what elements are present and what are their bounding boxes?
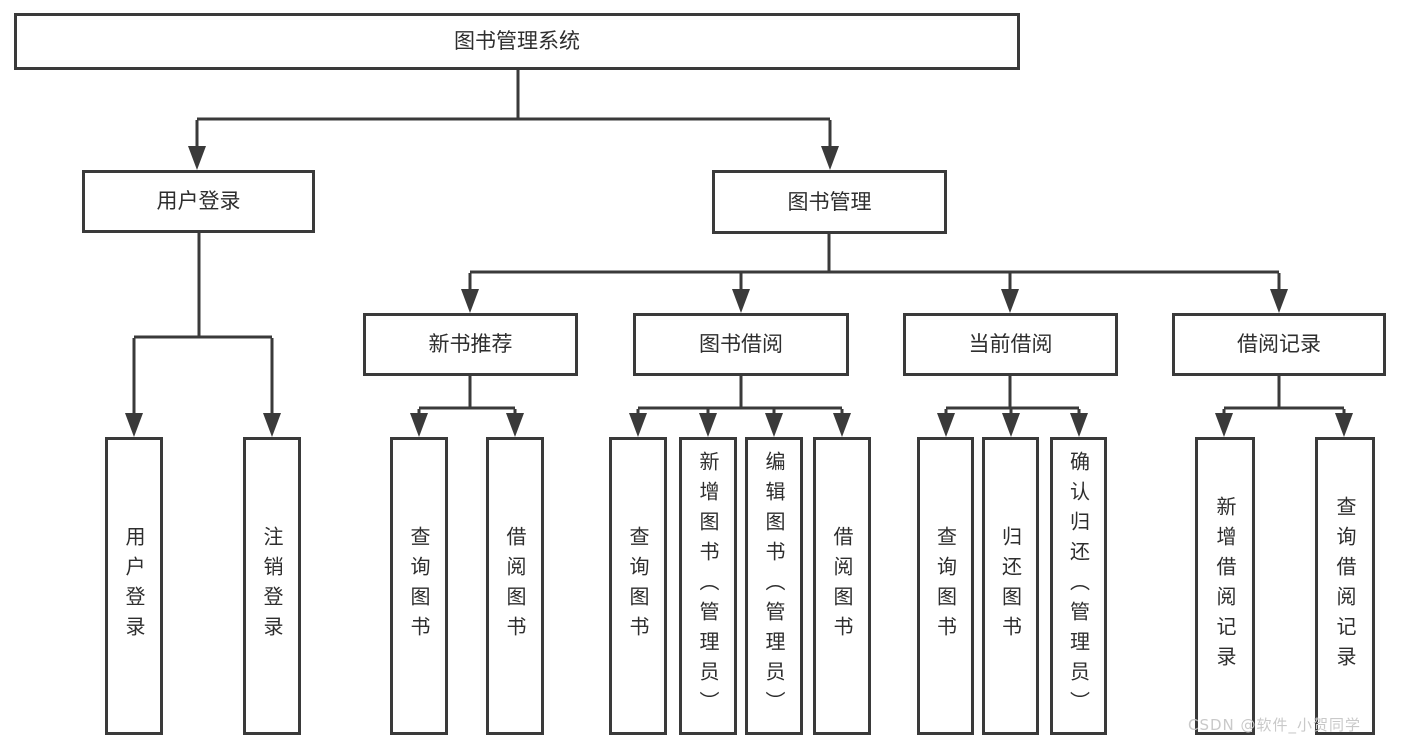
connector-lines: [132, 70, 1346, 416]
node-user-login-action: 用户登录: [105, 437, 163, 735]
node-user-login-label: 用户登录: [156, 189, 241, 213]
node-book-management: 图书管理: [712, 170, 947, 234]
node-new-book-recommend: 新书推荐: [363, 313, 578, 376]
node-logout-action: 注销登录: [243, 437, 301, 735]
node-records-add-record: 新增借阅记录: [1195, 437, 1255, 735]
node-borrow-records-label: 借阅记录: [1237, 332, 1321, 356]
node-newbook-query-books: 查询图书: [390, 437, 448, 735]
node-current-return-books: 归还图书: [982, 437, 1039, 735]
node-newbook-borrow-books-label: 借阅图书: [503, 526, 527, 646]
node-records-add-record-label: 新增借阅记录: [1213, 496, 1237, 676]
node-current-return-books-label: 归还图书: [998, 526, 1023, 646]
node-current-confirm-return-admin-label: 确认归还（管理员）: [1066, 451, 1091, 721]
node-root-label: 图书管理系统: [454, 29, 580, 53]
arrowhead-icons: [125, 146, 1353, 437]
node-borrowing-add-books-admin: 新增图书（管理员）: [679, 437, 737, 735]
node-root: 图书管理系统: [14, 13, 1020, 70]
node-borrowing-borrow-books-label: 借阅图书: [830, 526, 854, 646]
node-current-confirm-return-admin: 确认归还（管理员）: [1050, 437, 1107, 735]
node-borrowing-query-books-label: 查询图书: [626, 526, 650, 646]
node-newbook-borrow-books: 借阅图书: [486, 437, 544, 735]
node-current-query-books: 查询图书: [917, 437, 974, 735]
node-records-query-record-label: 查询借阅记录: [1333, 496, 1357, 676]
node-borrowing-add-books-admin-label: 新增图书（管理员）: [696, 451, 720, 721]
node-current-borrowing-label: 当前借阅: [968, 332, 1053, 356]
node-new-book-recommend-label: 新书推荐: [428, 332, 513, 356]
node-borrow-records: 借阅记录: [1172, 313, 1386, 376]
csdn-watermark: CSDN @软件_小贺同学: [1188, 716, 1362, 734]
node-book-management-label: 图书管理: [787, 189, 872, 214]
node-borrowing-borrow-books: 借阅图书: [813, 437, 871, 735]
node-current-query-books-label: 查询图书: [933, 526, 958, 646]
node-borrowing-query-books: 查询图书: [609, 437, 667, 735]
node-book-borrowing-label: 图书借阅: [699, 332, 783, 356]
node-current-borrowing: 当前借阅: [903, 313, 1118, 376]
node-newbook-query-books-label: 查询图书: [407, 526, 431, 646]
node-borrowing-edit-books-admin: 编辑图书（管理员）: [745, 437, 803, 735]
node-records-query-record: 查询借阅记录: [1315, 437, 1375, 735]
node-user-login-action-label: 用户登录: [122, 526, 146, 646]
node-logout-action-label: 注销登录: [260, 526, 284, 646]
node-book-borrowing: 图书借阅: [633, 313, 849, 376]
node-borrowing-edit-books-admin-label: 编辑图书（管理员）: [762, 451, 786, 721]
node-user-login: 用户登录: [82, 170, 315, 233]
